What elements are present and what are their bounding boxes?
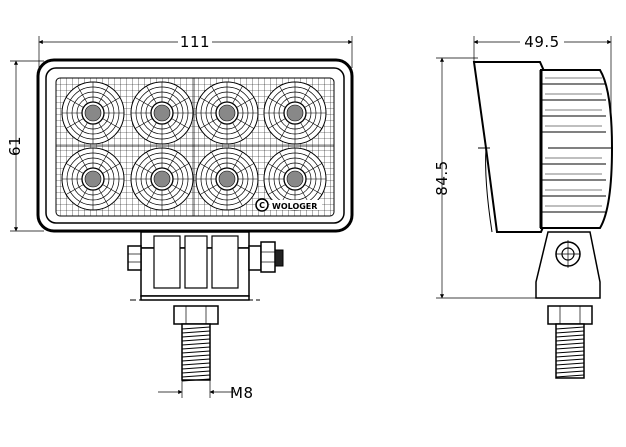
height-dimension: 61 <box>6 60 44 232</box>
mount-bracket <box>127 231 284 301</box>
led-reflector <box>61 81 125 145</box>
width-dim-label: 111 <box>180 33 210 51</box>
front-view: 111 61 C WOLOGER <box>6 33 354 402</box>
led-reflector <box>130 81 194 145</box>
brand-logo: C WOLOGER <box>255 198 322 212</box>
led-reflector <box>195 81 259 145</box>
svg-text:C: C <box>259 201 265 210</box>
threaded-stud <box>173 305 219 382</box>
side-bracket <box>535 231 601 299</box>
led-reflector <box>195 147 259 211</box>
side-housing-front <box>472 61 549 233</box>
led-reflector <box>263 81 327 145</box>
side-view: 49.5 84.5 <box>433 33 614 379</box>
thread-dimension: M8 <box>158 380 254 402</box>
depth-dim-label: 49.5 <box>524 33 559 51</box>
total-height-dim-label: 84.5 <box>433 160 451 195</box>
led-reflector <box>130 147 194 211</box>
led-reflector <box>61 147 125 211</box>
logo-text: WOLOGER <box>272 202 317 211</box>
width-dimension: 111 <box>38 33 353 68</box>
depth-dimension: 49.5 <box>473 33 612 120</box>
side-threaded-stud <box>547 305 593 379</box>
thread-dim-label: M8 <box>230 384 254 402</box>
led-array <box>61 81 327 211</box>
total-height-dimension: 84.5 <box>433 57 548 299</box>
height-dim-label: 61 <box>6 136 24 156</box>
